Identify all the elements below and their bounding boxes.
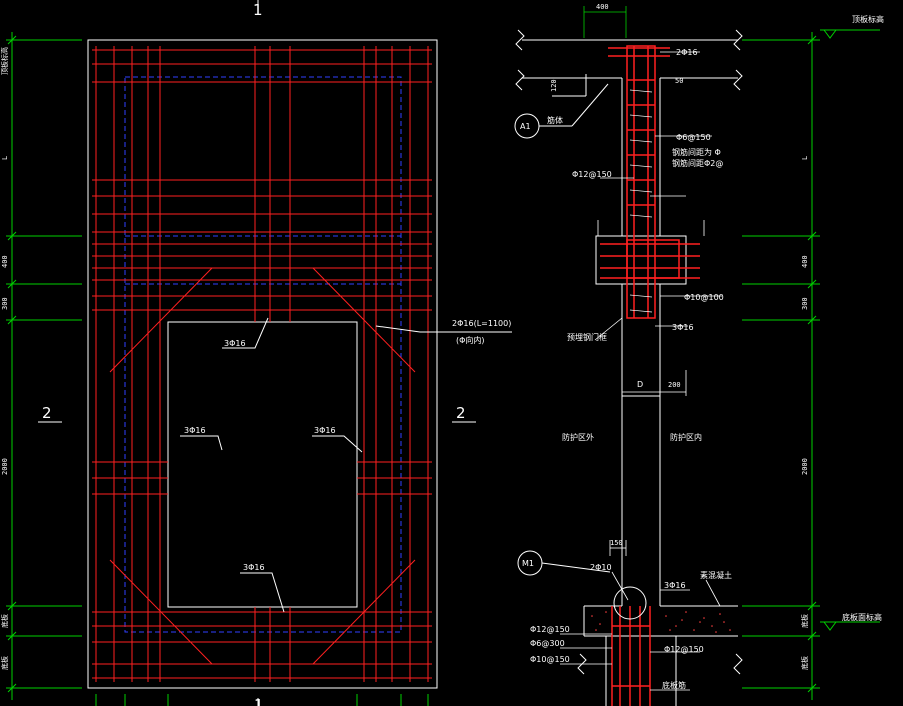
left-dim-e: 2000 <box>1 458 9 475</box>
top-slab <box>515 29 743 91</box>
callout-a1: A1 <box>520 122 531 131</box>
hidden-lines <box>124 76 402 633</box>
zone-outside: 防护区外 <box>562 432 594 442</box>
right-dim-e: 底板 <box>800 614 809 628</box>
fill-dots <box>591 611 731 633</box>
right-dim-b: 400 <box>801 255 809 268</box>
dim-400 <box>583 6 627 38</box>
callout-m1: M1 <box>522 559 534 568</box>
a1-note: 筋体 <box>547 115 563 125</box>
zone-inside: 防护区内 <box>670 432 702 442</box>
left-dim-d: 300 <box>1 297 9 310</box>
left-dim-g: 底板 <box>0 656 9 670</box>
bottom-slab <box>577 605 743 706</box>
level-markers <box>820 29 880 631</box>
dim-150 <box>609 540 627 556</box>
plan-diag-note1: 2Φ16(L=1100) <box>452 319 511 328</box>
dim-d: D <box>637 380 643 389</box>
plan-bar-right: 3Φ16 <box>314 426 336 435</box>
section-leaders <box>560 51 722 691</box>
wall-outline <box>595 78 687 606</box>
wall-stirrup: Φ6@150 <box>676 133 711 142</box>
bottom-bar-b: Φ6@300 <box>530 639 565 648</box>
plan-view: 3Φ16 3Φ16 3Φ16 3Φ16 2Φ16(L=1100) (Φ向内) 1… <box>38 0 512 706</box>
lintel-bar: 3Φ16 <box>672 323 694 332</box>
fill-note: 素混凝土 <box>700 570 732 580</box>
bottom-bar-c: Φ10@150 <box>530 655 570 664</box>
left-dim-f: 底板 <box>0 614 9 628</box>
plan-rebar <box>92 46 432 682</box>
left-dim-c: 400 <box>1 255 9 268</box>
plan-bar-left: 3Φ16 <box>184 426 206 435</box>
door-frame-note: 预埋钢门框 <box>567 332 607 342</box>
dim-150-text: 150 <box>610 539 623 547</box>
right-dimension-chain <box>742 32 820 700</box>
dim-400-text: 400 <box>596 3 609 11</box>
opening-dims <box>621 370 687 396</box>
bar-3phi16b: 3Φ16 <box>664 581 686 590</box>
plan-diag-note2: (Φ向内) <box>456 335 485 345</box>
wall-note-1: 钢筋间距为 Φ <box>672 147 721 157</box>
right-dim-d: 2000 <box>801 458 809 475</box>
dim-200: 200 <box>668 381 681 389</box>
section-view: A1 筋体 M1 2Φ16 120 50 Φ6@150 钢筋间距为 Φ <box>514 3 884 706</box>
bottom-rebar <box>611 606 651 706</box>
right-dim-f: 底板 <box>800 656 809 670</box>
door-opening <box>167 321 358 608</box>
wall-rebar <box>600 45 700 319</box>
bar-2phi10: 2Φ10 <box>590 563 612 572</box>
level-top: 顶板标高 <box>852 14 884 24</box>
dim-120: 120 <box>550 79 558 92</box>
section-mark-bottom: 1 <box>254 696 264 706</box>
dim-50: 50 <box>675 77 683 85</box>
left-dim-a: 顶板标高 <box>0 47 9 75</box>
wall-note-2: 钢筋间距Φ2@ <box>672 158 723 168</box>
left-dim-b: L <box>1 156 9 160</box>
top-bar: 2Φ16 <box>676 48 698 57</box>
right-dim-a: L <box>801 156 809 160</box>
left-dimension-chain <box>6 32 429 706</box>
section-mark-top: 1 <box>253 1 263 19</box>
plan-leaders <box>180 317 512 613</box>
wall-hatch <box>629 89 653 313</box>
bottom-bar-a: Φ12@150 <box>530 625 570 634</box>
section-mark-right: 2 <box>456 404 466 422</box>
plan-outline <box>87 39 438 689</box>
bottom-plate: 底板筋 <box>662 680 686 690</box>
right-dim-c: 300 <box>801 297 809 310</box>
callouts <box>514 74 647 620</box>
lintel-stirrup: Φ10@100 <box>684 293 724 302</box>
bottom-bar-d: Φ12@150 <box>664 645 704 654</box>
wall-vert-bar: Φ12@150 <box>572 170 612 179</box>
plan-bar-top: 3Φ16 <box>224 339 246 348</box>
plan-bar-bottom: 3Φ16 <box>243 563 265 572</box>
section-mark-left: 2 <box>42 404 52 422</box>
section-marks <box>38 0 476 706</box>
level-bottom: 底板面标高 <box>842 612 882 622</box>
